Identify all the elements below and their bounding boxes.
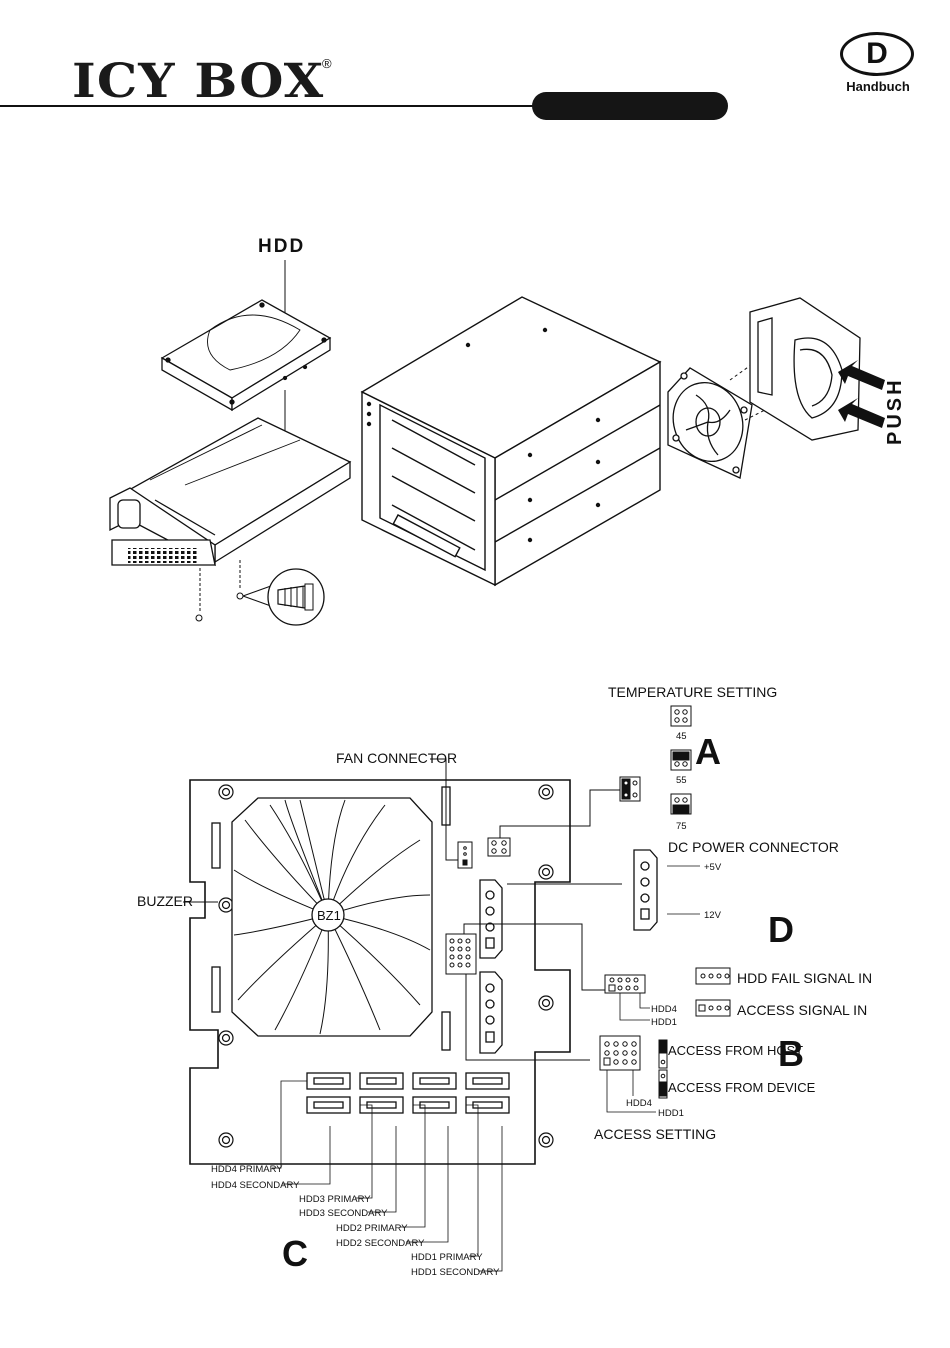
temp-jumper-75 xyxy=(670,793,692,815)
mounting-holes xyxy=(218,784,554,1148)
access-device-jumper xyxy=(658,1069,668,1099)
screws xyxy=(195,560,325,626)
sata-hdd1-primary: HDD1 PRIMARY xyxy=(411,1252,483,1263)
access-from-device-label: ACCESS FROM DEVICE xyxy=(668,1080,816,1095)
access-signal-label: ACCESS SIGNAL IN xyxy=(737,1002,867,1018)
hdd-fail-signal-header xyxy=(695,967,731,985)
sata-hdd4-primary: HDD4 PRIMARY xyxy=(211,1164,283,1175)
access-hdd1-label: HDD1 xyxy=(658,1108,684,1119)
sata-ports xyxy=(306,1072,510,1114)
marker-a: A xyxy=(695,731,721,772)
access-jumper-block xyxy=(599,1035,641,1071)
temperature-setting-label: TEMPERATURE SETTING xyxy=(608,684,777,700)
temp-jumper-45 xyxy=(670,705,692,727)
language-badge: D xyxy=(840,32,914,76)
push-arrows xyxy=(838,360,885,428)
sata-hdd2-secondary: HDD2 SECONDARY xyxy=(336,1238,425,1249)
temp-75: 75 xyxy=(676,821,687,832)
language-label: Handbuch xyxy=(846,79,910,94)
sata-leaders xyxy=(272,1080,503,1272)
temp-55: 55 xyxy=(676,775,687,786)
marker-b: B xyxy=(778,1033,804,1074)
sata-hdd1-secondary: HDD1 SECONDARY xyxy=(411,1267,500,1278)
temp-jumper-board xyxy=(487,837,511,857)
hdd-drive xyxy=(160,299,332,412)
temp-jumper-55 xyxy=(670,749,692,771)
dc-power-label: DC POWER CONNECTOR xyxy=(668,839,839,855)
brand-logo: ICY BOX xyxy=(72,54,325,109)
sata-hdd3-secondary: HDD3 SECONDARY xyxy=(299,1208,388,1219)
access-host-jumper xyxy=(658,1039,668,1069)
cooling-fan xyxy=(667,367,753,479)
header-rule xyxy=(0,105,540,107)
hdd-fail-signal-label: HDD FAIL SIGNAL IN xyxy=(737,970,872,986)
marker-d: D xyxy=(768,909,794,950)
plus5v-label: +5V xyxy=(704,862,722,873)
language-code: D xyxy=(866,37,888,70)
dc-power-connector xyxy=(633,849,658,931)
access-setting-label: ACCESS SETTING xyxy=(594,1126,716,1142)
signal-header xyxy=(604,974,646,994)
board-header-block xyxy=(445,933,477,975)
hdd-label: HDD xyxy=(258,236,305,257)
signal-hdd4-label: HDD4 xyxy=(651,1004,677,1015)
signal-hdd1-label: HDD1 xyxy=(651,1017,677,1028)
buzzer-id: BZ1 xyxy=(317,908,341,923)
fan-connector xyxy=(457,841,473,869)
temp-jumper-callout xyxy=(619,776,641,802)
access-hdd4-label: HDD4 xyxy=(626,1098,652,1109)
drive-tray xyxy=(109,417,352,567)
buzzer-area xyxy=(211,786,451,1051)
temp-45: 45 xyxy=(676,731,687,742)
registered-mark: ® xyxy=(322,56,332,71)
push-label: PUSH xyxy=(884,377,906,445)
fan-holder xyxy=(749,297,861,441)
v12-label: 12V xyxy=(704,910,722,921)
access-signal-header xyxy=(695,999,731,1017)
sata-hdd3-primary: HDD3 PRIMARY xyxy=(299,1194,371,1205)
sata-hdd4-secondary: HDD4 SECONDARY xyxy=(211,1180,300,1191)
buzzer-label: BUZZER xyxy=(137,893,193,909)
fan-connector-label: FAN CONNECTOR xyxy=(336,750,457,766)
header-bar xyxy=(532,92,728,120)
access-from-host-label: ACCESS FROM HOST xyxy=(668,1043,803,1058)
board-molex-top xyxy=(479,879,503,959)
sata-hdd2-primary: HDD2 PRIMARY xyxy=(336,1223,408,1234)
drive-cage xyxy=(360,296,662,587)
marker-c: C xyxy=(282,1233,308,1274)
board-molex-bottom xyxy=(479,971,503,1054)
